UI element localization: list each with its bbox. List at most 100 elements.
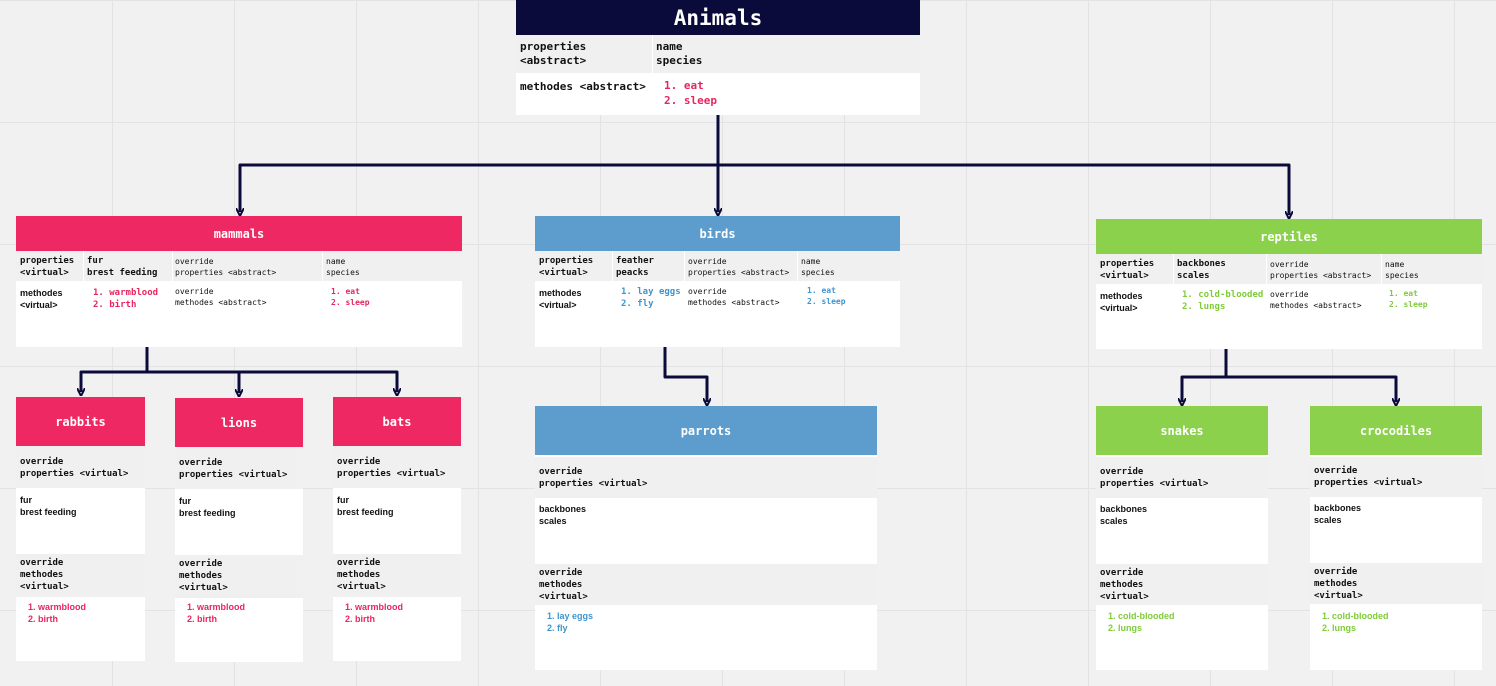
rabbits-method-1: warmblood [28,601,86,613]
crocodiles-override-methods-label: override methodes <virtual> [1314,567,1363,601]
mammals-override-methods-label: override methodes <abstract> [175,287,267,307]
connector-reptiles-crocodiles [1226,375,1396,402]
lions-class-box[interactable]: lions override properties <virtual> fur … [175,398,303,662]
mammals-properties-value: fur brest feeding [87,256,158,278]
connector-birds-parrots [663,347,707,402]
animals-header: Animals [516,0,920,35]
parrots-method-1: lay eggs [547,610,593,622]
reptiles-title: reptiles [1260,229,1318,244]
parrots-methods-list: lay eggs fly [547,610,593,634]
snakes-methods-list: cold-blooded lungs [1108,610,1175,634]
reptiles-method-1: cold-blooded [1182,289,1263,301]
animals-class-box[interactable]: Animals properties <abstract> name speci… [516,0,920,115]
birds-override-method-1: eat [807,285,846,296]
connector-animals-reptiles [718,163,1289,215]
crocodiles-override-properties-row [1310,457,1482,497]
parrots-properties-value: backbones scales [539,504,587,526]
lions-title: lions [220,415,258,430]
crocodiles-header: crocodiles [1310,406,1482,455]
animals-properties-row [516,35,920,73]
rabbits-properties-value: fur brest feeding [20,495,77,517]
birds-methods-label: methodes <virtual> [539,288,582,310]
mammals-divider-2 [172,251,173,281]
mammals-properties-label: properties <virtual> [20,256,75,278]
animals-title: Animals [673,5,763,30]
reptiles-override-properties-label: override properties <abstract> [1270,260,1372,280]
reptiles-override-methods-label: override methodes <abstract> [1270,290,1362,310]
reptiles-properties-label: properties <virtual> [1100,259,1155,281]
reptiles-override-method-1: eat [1389,288,1428,299]
mammals-class-box[interactable]: mammals properties <virtual> fur brest f… [16,216,462,347]
reptiles-methods-list: cold-blooded lungs [1182,289,1263,313]
lions-override-properties-label: override properties <virtual> [179,458,288,480]
reptiles-divider-2 [1266,254,1267,284]
birds-class-box[interactable]: birds properties <virtual> feather peack… [535,216,900,347]
birds-override-methods-list: eat sleep [807,285,846,307]
rabbits-method-2: birth [28,613,86,625]
rabbits-header: rabbits [16,397,145,446]
lions-method-2: birth [187,613,245,625]
crocodiles-methods-list: cold-blooded lungs [1322,610,1389,634]
lions-methods-list: warmblood birth [187,601,245,625]
rabbits-override-methods-label: override methodes <virtual> [20,558,69,592]
bats-override-properties-row [333,446,461,488]
animals-properties-value: name species [656,40,703,67]
lions-method-1: warmblood [187,601,245,613]
birds-divider-2 [684,251,685,281]
reptiles-properties-row [1096,254,1482,284]
birds-properties-value: feather peacks [616,256,654,278]
crocodiles-method-2: lungs [1322,622,1389,634]
rabbits-class-box[interactable]: rabbits override properties <virtual> fu… [16,397,145,661]
crocodiles-override-methods-row [1310,563,1482,604]
lions-override-methods-row [175,555,303,598]
birds-override-methods-label: override methodes <abstract> [688,287,780,307]
animals-divider [652,35,653,73]
parrots-title: parrots [680,423,732,438]
birds-divider-1 [612,251,613,281]
snakes-title: snakes [1160,423,1204,438]
birds-override-properties-label: override properties <abstract> [688,257,790,277]
birds-method-1: lay eggs [621,286,680,298]
parrots-method-2: fly [547,622,593,634]
bats-override-methods-row [333,554,461,597]
mammals-divider-1 [83,251,84,281]
reptiles-class-box[interactable]: reptiles properties <virtual> backbones … [1096,219,1482,349]
mammals-divider-3 [322,251,323,281]
snakes-class-box[interactable]: snakes override properties <virtual> bac… [1096,406,1268,670]
animals-methods-label: methodes <abstract> [520,80,646,93]
crocodiles-properties-value: backbones scales [1314,503,1362,525]
parrots-override-properties-row [535,457,877,498]
birds-methods-list: lay eggs fly [621,286,681,310]
mammals-method-1: warmblood [93,287,158,299]
birds-method-2: fly [621,298,681,310]
connector-mammals-rabbits [81,347,149,392]
mammals-override-method-2: sleep [331,297,369,308]
reptiles-override-properties-value: name species [1385,260,1419,280]
birds-override-method-2: sleep [807,296,845,307]
snakes-method-1: cold-blooded [1108,610,1175,622]
bats-title: bats [382,414,412,429]
connector-mammals-lions [147,370,239,393]
crocodiles-title: crocodiles [1359,423,1433,438]
animals-properties-label: properties <abstract> [520,40,587,67]
connector-reptiles-snakes [1182,349,1228,402]
crocodiles-class-box[interactable]: crocodiles override properties <virtual>… [1310,406,1482,670]
lions-override-properties-row [175,447,303,489]
parrots-class-box[interactable]: parrots override properties <virtual> ba… [535,406,877,670]
bats-class-box[interactable]: bats override properties <virtual> fur b… [333,397,461,661]
snakes-override-properties-label: override properties <virtual> [1100,467,1209,489]
birds-override-properties-value: name species [801,257,835,277]
snakes-override-methods-row [1096,564,1268,605]
bats-header: bats [333,397,461,446]
bats-method-2: birth [345,613,403,625]
birds-title: birds [699,226,736,241]
bats-override-properties-label: override properties <virtual> [337,457,446,479]
animals-methods-list: eat sleep [664,78,717,108]
lions-override-methods-label: override methodes <virtual> [179,559,228,593]
birds-properties-label: properties <virtual> [539,256,594,278]
crocodiles-override-properties-label: override properties <virtual> [1314,466,1423,488]
mammals-method-2: birth [93,299,158,311]
animals-method-2: sleep [664,93,717,108]
parrots-header: parrots [535,406,877,455]
